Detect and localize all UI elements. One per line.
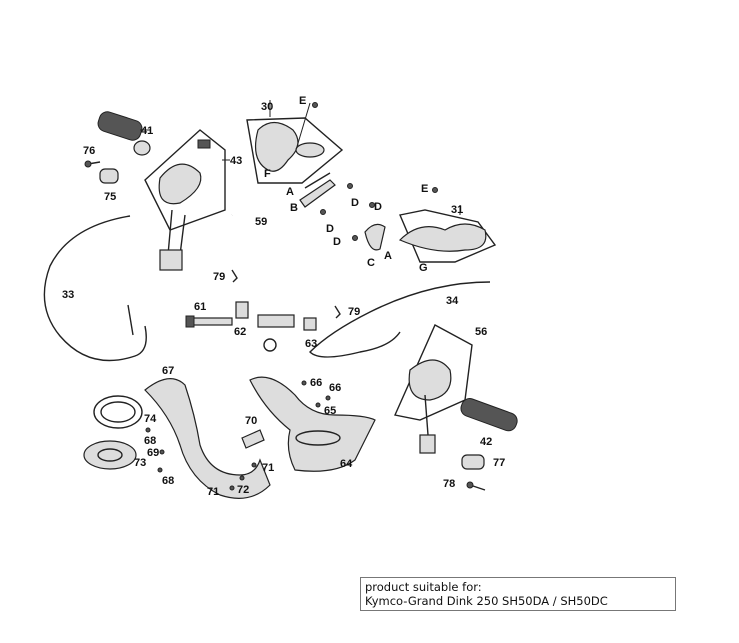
bar-end-screw-right xyxy=(466,481,486,491)
callout-79b: 79 xyxy=(348,306,360,318)
callout-31: 31 xyxy=(451,204,463,216)
callout-61: 61 xyxy=(194,301,206,313)
callout-C: C xyxy=(367,257,375,269)
bar-end-screw-left xyxy=(84,160,101,168)
callout-43: 43 xyxy=(230,155,242,167)
compatibility-model: Kymco-Grand Dink 250 SH50DA / SH50DC xyxy=(365,594,608,608)
callout-63: 63 xyxy=(305,338,317,350)
callout-75: 75 xyxy=(104,191,116,203)
callout-69: 69 xyxy=(147,447,159,459)
callout-68a: 68 xyxy=(144,435,156,447)
clamp-62 xyxy=(235,301,249,319)
callout-62: 62 xyxy=(234,326,246,338)
callout-79a: 79 xyxy=(213,271,225,283)
callout-D2: D xyxy=(374,201,382,213)
callout-74: 74 xyxy=(144,413,157,425)
left-grip xyxy=(97,111,151,156)
callout-D4: D xyxy=(333,236,341,248)
callout-68b: 68 xyxy=(162,475,174,487)
product-compatibility-box: product suitable for: Kymco-Grand Dink 2… xyxy=(360,577,676,611)
callout-73: 73 xyxy=(134,457,146,469)
callout-76: 76 xyxy=(83,145,95,157)
callout-42: 42 xyxy=(480,436,492,448)
callout-71a: 71 xyxy=(262,462,274,474)
callout-78: 78 xyxy=(443,478,455,490)
gasket-74 xyxy=(93,395,143,429)
callout-E1: E xyxy=(299,95,306,107)
callout-71b: 71 xyxy=(207,486,219,498)
mirror-left xyxy=(246,100,344,184)
callout-70: 70 xyxy=(245,415,257,427)
mirror-right xyxy=(364,205,497,263)
bar-end-weight-right xyxy=(461,454,485,470)
bar-end-weight-left xyxy=(99,168,119,184)
callout-56: 56 xyxy=(475,326,487,338)
callout-labels: 41 76 43 75 30 E F A B D D D D 31 E A C … xyxy=(62,95,505,498)
callout-41: 41 xyxy=(141,125,153,137)
callout-59: 59 xyxy=(255,216,267,228)
clip-79 xyxy=(231,269,341,319)
right-grip xyxy=(460,398,518,432)
callout-B: B xyxy=(290,202,298,214)
cover-73 xyxy=(83,440,137,470)
callout-33: 33 xyxy=(62,289,74,301)
callout-G: G xyxy=(419,262,428,274)
callout-34: 34 xyxy=(446,295,459,307)
right-switch-assembly xyxy=(394,324,473,454)
mirror-bracket-b xyxy=(299,172,336,208)
handlebar xyxy=(230,209,383,352)
handlebar-cover-front xyxy=(249,376,376,472)
callout-77: 77 xyxy=(493,457,505,469)
callout-F: F xyxy=(264,168,271,180)
bracket-70 xyxy=(241,429,265,449)
callout-66a: 66 xyxy=(310,377,322,389)
callout-65: 65 xyxy=(324,405,336,417)
callout-30: 30 xyxy=(261,101,273,113)
left-switch-assembly xyxy=(144,129,230,271)
callout-D3: D xyxy=(326,223,334,235)
callout-D1: D xyxy=(351,197,359,209)
screws-d xyxy=(312,102,438,241)
callout-A2: A xyxy=(384,250,392,262)
throttle-cable-left xyxy=(43,215,147,362)
holder-63 xyxy=(303,317,317,331)
cable-right xyxy=(309,281,491,358)
callout-66b: 66 xyxy=(329,382,341,394)
small-screws xyxy=(145,380,331,491)
callout-67: 67 xyxy=(162,365,174,377)
bolt-61 xyxy=(185,315,233,328)
callout-64: 64 xyxy=(340,458,353,470)
callout-72: 72 xyxy=(237,484,249,496)
callout-E2: E xyxy=(421,183,428,195)
compatibility-heading: product suitable for: xyxy=(365,580,482,594)
handlebar-cover-rear xyxy=(144,378,271,499)
callout-A1: A xyxy=(286,186,294,198)
